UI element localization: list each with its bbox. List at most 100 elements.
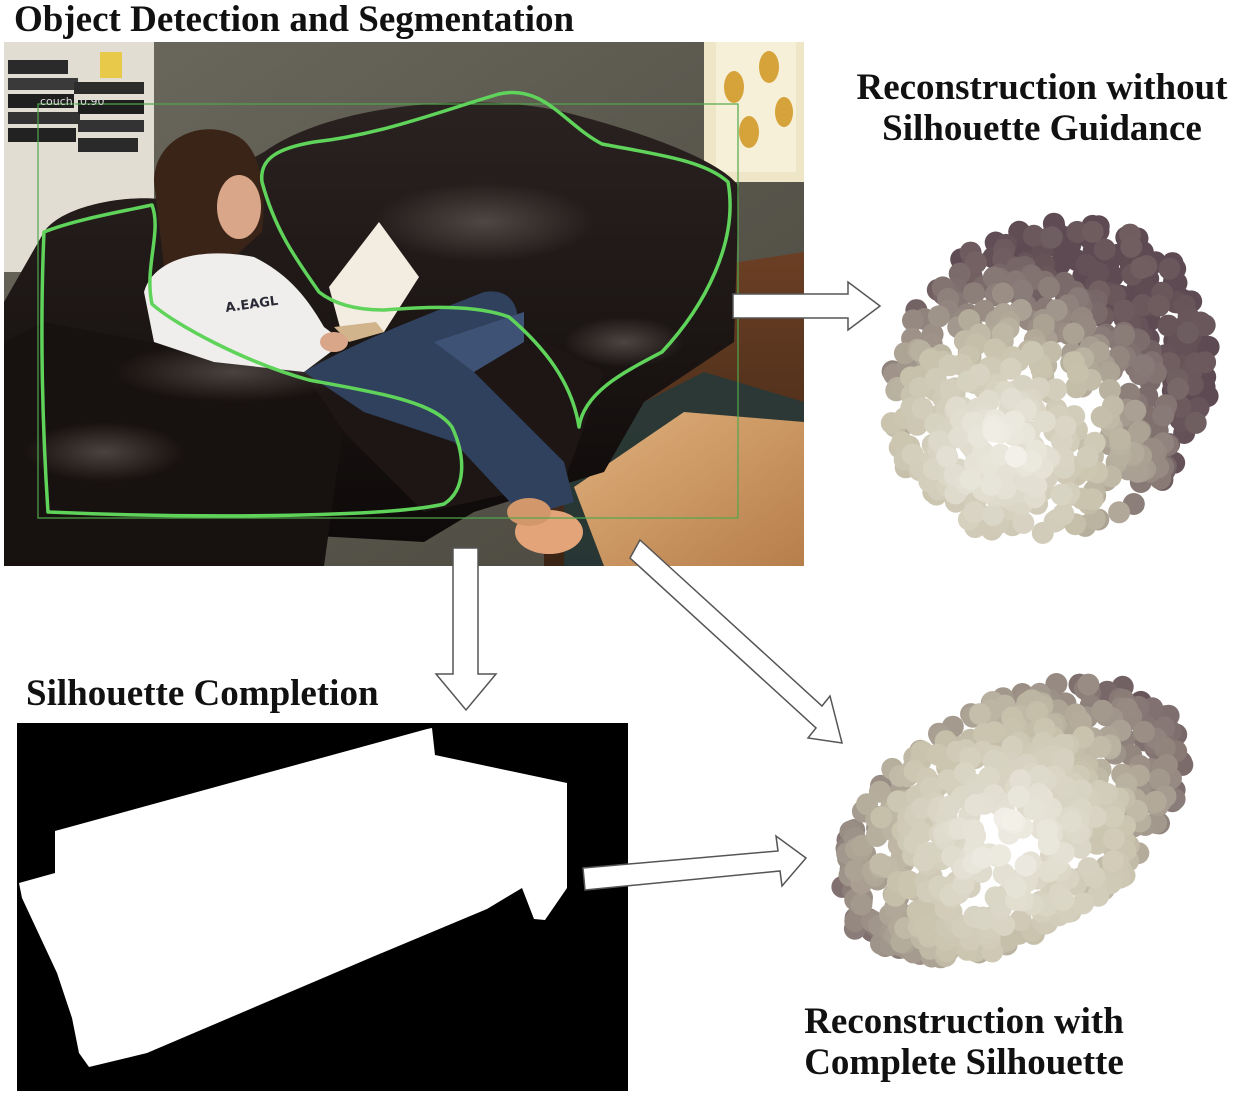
cloud-point [1066,361,1089,384]
cloud-point [936,445,959,468]
cloud-point [1102,805,1124,828]
cloud-point [1001,735,1024,758]
cloud-point [1075,253,1098,276]
cloud-point [1153,736,1176,759]
cloud-point [948,426,971,449]
cloud-point [983,721,1006,744]
coffee-table [574,412,804,566]
cloud-point [1001,809,1024,832]
cloud-point [982,420,1005,443]
cloud-point [1132,354,1155,377]
cloud-point [1050,483,1073,506]
cloud-point [914,916,937,939]
cloud-point [1108,427,1131,450]
cloud-point [969,703,991,726]
cloud-point [897,870,920,893]
cloud-point [1152,404,1175,427]
cloud-point [1023,798,1046,821]
cloud-point [1026,701,1049,723]
book [329,222,419,342]
title-reconstruction-with: Reconstruction with Complete Silhouette [764,1001,1164,1083]
cloud-point [959,468,982,491]
cloud-point [1044,378,1067,401]
silhouette-shape [19,728,567,1067]
point-cloud-without-silhouette [880,212,1220,544]
cloud-point [1157,314,1180,337]
cloud-point [1081,220,1104,243]
cloud-point [870,806,893,829]
cloud-point [963,282,985,305]
cloud-point [938,795,961,818]
cloud-point [1147,294,1170,317]
cloud-point [973,907,995,930]
cloud-point [902,309,924,332]
cloud-point [1038,276,1061,299]
cloud-point [1011,279,1034,302]
cloud-point [1131,294,1154,316]
cloud-point [1103,828,1125,851]
cloud-point [983,338,1006,361]
cloud-point [856,793,878,816]
title-with-line2: Complete Silhouette [804,1041,1124,1083]
cloud-point [968,363,991,386]
cloud-point [1062,322,1085,345]
cloud-point [886,790,909,813]
cloud-point [1040,226,1063,249]
cloud-point [962,819,985,842]
arrow-down-icon [434,547,498,712]
cloud-point [1029,764,1052,787]
cloud-point [1014,854,1037,877]
cloud-point [1108,501,1131,524]
cloud-point [971,846,994,869]
cloud-point [1012,511,1035,534]
cloud-point [1089,735,1112,758]
cloud-point [980,473,1003,496]
cloud-point [901,443,924,466]
cloud-point [869,853,892,875]
cloud-point [939,378,962,401]
point-cloud-with-silhouette [831,673,1194,969]
cloud-point [1098,361,1121,384]
cloud-point [1077,857,1100,880]
cloud-point [982,504,1005,526]
cloud-point [1066,220,1089,243]
cloud-point [1102,850,1124,873]
cloud-point [991,282,1014,305]
cloud-point [1007,785,1030,808]
cloud-point [1124,399,1147,422]
cloud-point [1090,406,1113,428]
cloud-point [993,914,1016,936]
title-reconstruction-without: Reconstruction without Silhouette Guidan… [842,67,1242,149]
detection-photo: A.EAGL couch: 0.90 [4,42,804,566]
cloud-point [1132,720,1155,743]
cloud-point [1004,445,1027,468]
title-with-line1: Reconstruction with [804,1001,1124,1042]
cloud-point [1144,790,1167,813]
cloud-point [1060,810,1083,833]
sweatshirt-text: A.EAGL [224,294,279,316]
cloud-point [1167,377,1190,400]
cloud-point [1091,699,1114,722]
cloud-point [1052,888,1075,911]
cloud-point [1052,503,1075,526]
cloud-point [1127,421,1150,443]
cloud-point [1072,892,1094,915]
title-silhouette-completion: Silhouette Completion [26,673,379,714]
jeans [304,291,574,517]
cloud-point [1000,357,1022,380]
cloud-point [1120,235,1143,258]
cloud-point [963,501,986,524]
cloud-point [1037,833,1060,856]
cloud-point [927,305,950,328]
title-without-line2: Silhouette Guidance [882,107,1202,149]
cloud-point [919,349,941,372]
cloud-point [938,354,961,377]
cloud-point [989,844,1012,867]
cloud-point [1176,321,1199,344]
cloud-point [1004,876,1027,898]
cloud-point [964,794,987,817]
cloud-point [1113,299,1136,322]
cloud-point [1158,257,1181,280]
silhouette-mask [17,723,628,1091]
cloud-point [937,769,960,792]
